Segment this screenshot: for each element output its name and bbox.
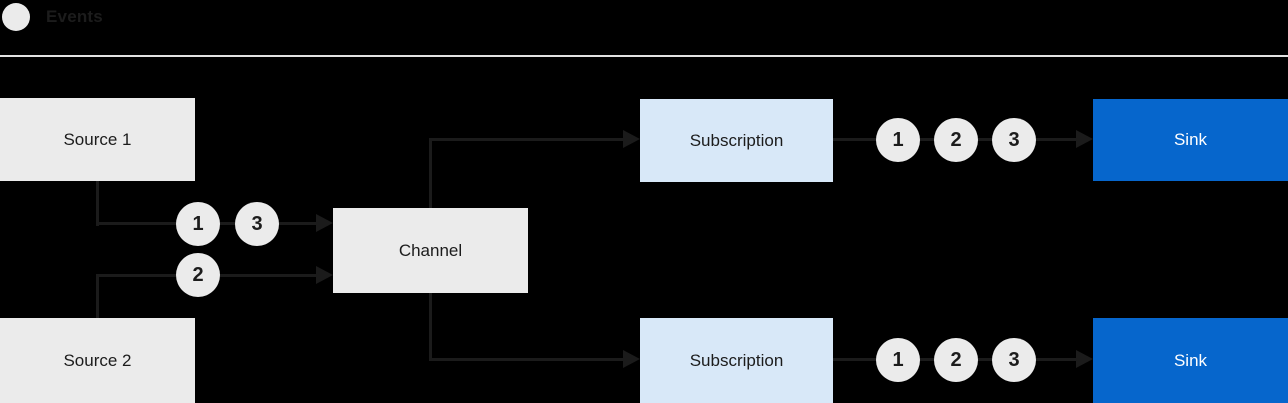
arrowhead-into-subscription1 bbox=[623, 130, 640, 148]
arrowhead-into-sink1 bbox=[1076, 130, 1093, 148]
connector-channel-to-subscription2 bbox=[429, 358, 624, 361]
legend-label: Events bbox=[46, 7, 103, 26]
node-subscription-1: Subscription bbox=[640, 99, 833, 182]
event-badge-3: 3 bbox=[992, 118, 1036, 162]
arrowhead-into-channel-top bbox=[316, 214, 333, 232]
legend: Events bbox=[2, 3, 103, 31]
event-badge-2: 2 bbox=[176, 253, 220, 297]
node-sink-1-label: Sink bbox=[1173, 130, 1208, 149]
event-badge-1: 1 bbox=[176, 202, 220, 246]
node-sink-1: Sink bbox=[1093, 99, 1288, 181]
node-subscription-2: Subscription bbox=[640, 318, 833, 403]
event-circle-icon bbox=[2, 3, 30, 31]
connector-channel-to-subscription1 bbox=[429, 138, 624, 141]
node-source-2: Source 2 bbox=[0, 318, 195, 403]
event-badge-2: 2 bbox=[934, 338, 978, 382]
arrowhead-into-channel-bottom bbox=[316, 266, 333, 284]
event-badge-1: 1 bbox=[876, 118, 920, 162]
event-badge-1: 1 bbox=[876, 338, 920, 382]
arrowhead-into-subscription2 bbox=[623, 350, 640, 368]
node-sink-2: Sink bbox=[1093, 318, 1288, 403]
node-source-2-label: Source 2 bbox=[63, 350, 132, 370]
node-subscription-2-label: Subscription bbox=[689, 350, 784, 370]
node-source-1: Source 1 bbox=[0, 98, 195, 181]
node-sink-2-label: Sink bbox=[1173, 350, 1208, 370]
event-badge-2: 2 bbox=[934, 118, 978, 162]
event-badge-3: 3 bbox=[992, 338, 1036, 382]
node-source-1-label: Source 1 bbox=[63, 129, 132, 149]
connector-channel-up-vertical bbox=[429, 139, 432, 208]
connector-source1-vertical bbox=[96, 181, 99, 226]
connector-source2-vertical bbox=[96, 274, 99, 318]
node-channel-label: Channel bbox=[398, 240, 463, 260]
arrowhead-into-sink2 bbox=[1076, 350, 1093, 368]
node-channel: Channel bbox=[333, 208, 528, 293]
legend-divider bbox=[0, 55, 1288, 57]
connector-channel-down-vertical bbox=[429, 293, 432, 360]
node-subscription-1-label: Subscription bbox=[689, 130, 784, 150]
event-badge-3: 3 bbox=[235, 202, 279, 246]
